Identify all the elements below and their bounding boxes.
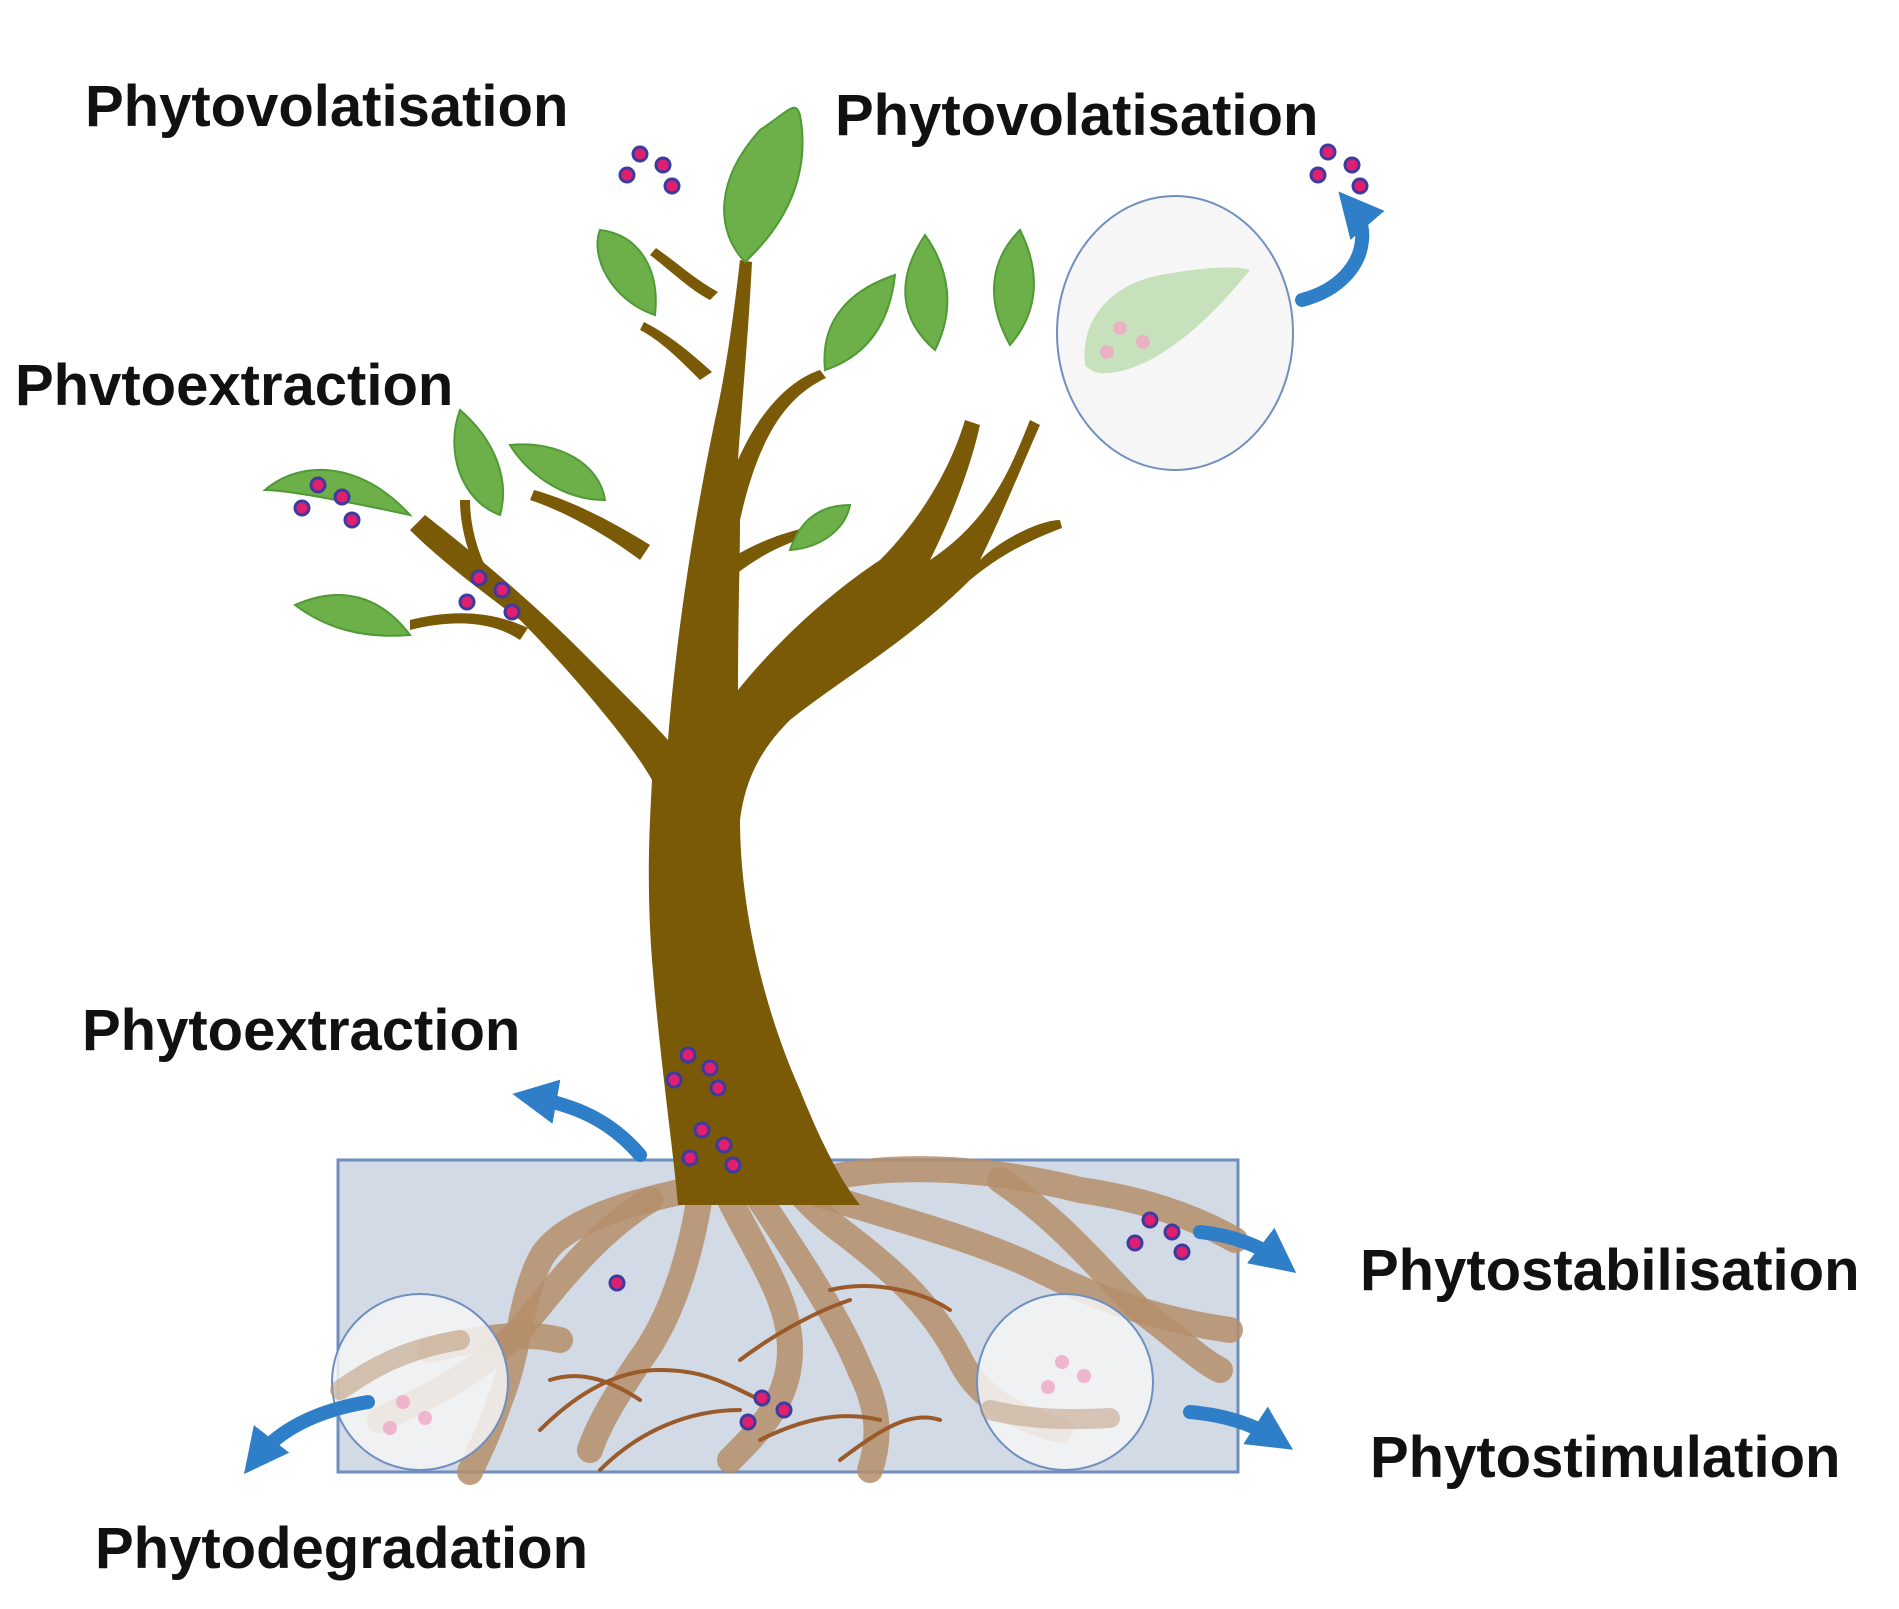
contaminant-particle-icon	[654, 156, 672, 174]
label-phytoextraction-leaf: Phvtoextraction	[15, 353, 453, 418]
contaminant-particle-icon	[693, 1121, 711, 1139]
faded-particles	[383, 321, 1150, 1435]
curved-arrow-icon	[1183, 1405, 1294, 1450]
curved-arrow-icon	[1295, 191, 1385, 307]
contaminant-particle-icon	[701, 1059, 719, 1077]
contaminant-particle-icon	[679, 1046, 697, 1064]
leaf-right-2	[993, 228, 1035, 347]
zoom-circles	[330, 195, 1294, 1471]
leaf-top	[723, 106, 804, 264]
curved-arrow-icon	[512, 1079, 647, 1162]
contaminant-particle-icon	[709, 1079, 727, 1097]
contaminant-particle-icon	[681, 1149, 699, 1167]
contaminant-particle-icon	[493, 581, 511, 599]
label-phytovolatisation-left: Phytovolatisation	[85, 74, 568, 139]
contaminant-particle-icon	[1163, 1223, 1181, 1241]
contaminant-particle-icon	[724, 1156, 742, 1174]
leaf-mid-right-1	[823, 273, 897, 372]
contaminant-particle-icon	[458, 593, 476, 611]
contaminant-particle-icon	[753, 1389, 771, 1407]
contaminant-particles	[293, 143, 1369, 1431]
contaminant-particle-icon	[665, 1071, 683, 1089]
leaf-right-1	[904, 233, 949, 352]
contaminant-particle-icon	[343, 511, 361, 529]
curved-arrow-icon	[243, 1395, 375, 1475]
curved-arrows	[243, 191, 1385, 1475]
contaminant-particle-icon	[1343, 156, 1361, 174]
contaminant-particle-icon	[333, 488, 351, 506]
leaf-left-3	[508, 443, 607, 502]
leaf-top-left	[596, 228, 657, 317]
contaminant-particle-icon	[1309, 166, 1327, 184]
contaminant-particle-icon	[631, 145, 649, 163]
contaminant-particle-icon	[1141, 1211, 1159, 1229]
curved-arrow-icon	[1193, 1225, 1297, 1273]
leaf-left-4	[293, 594, 412, 637]
contaminant-particle-icon	[739, 1413, 757, 1431]
leaf-mid	[788, 503, 852, 552]
contaminant-particle-icon	[608, 1274, 626, 1292]
contaminant-particle-icon	[618, 166, 636, 184]
zoom-soil-right	[976, 1293, 1154, 1471]
label-phytoextraction-root: Phytoextraction	[82, 998, 520, 1063]
contaminant-particle-icon	[293, 499, 311, 517]
contaminant-particle-icon	[309, 476, 327, 494]
label-phytodegradation: Phytodegradation	[95, 1516, 588, 1581]
contaminant-particle-icon	[503, 603, 521, 621]
contaminant-particle-icon	[1319, 143, 1337, 161]
contaminant-particle-icon	[775, 1401, 793, 1419]
contaminant-particle-icon	[1351, 177, 1369, 195]
fine-roots	[538, 1284, 952, 1472]
contaminant-particle-icon	[663, 177, 681, 195]
label-phytovolatisation-right: Phytovolatisation	[835, 83, 1318, 148]
zoomed-leaf	[1084, 267, 1250, 374]
contaminant-particle-icon	[1126, 1234, 1144, 1252]
contaminant-particle-icon	[1173, 1243, 1191, 1261]
contaminant-particle-icon	[715, 1136, 733, 1154]
contaminant-particle-icon	[470, 569, 488, 587]
label-phytostabilisation: Phytostabilisation	[1360, 1238, 1860, 1303]
label-phytostimulation: Phytostimulation	[1370, 1425, 1840, 1490]
leaf-left-2	[453, 408, 504, 517]
